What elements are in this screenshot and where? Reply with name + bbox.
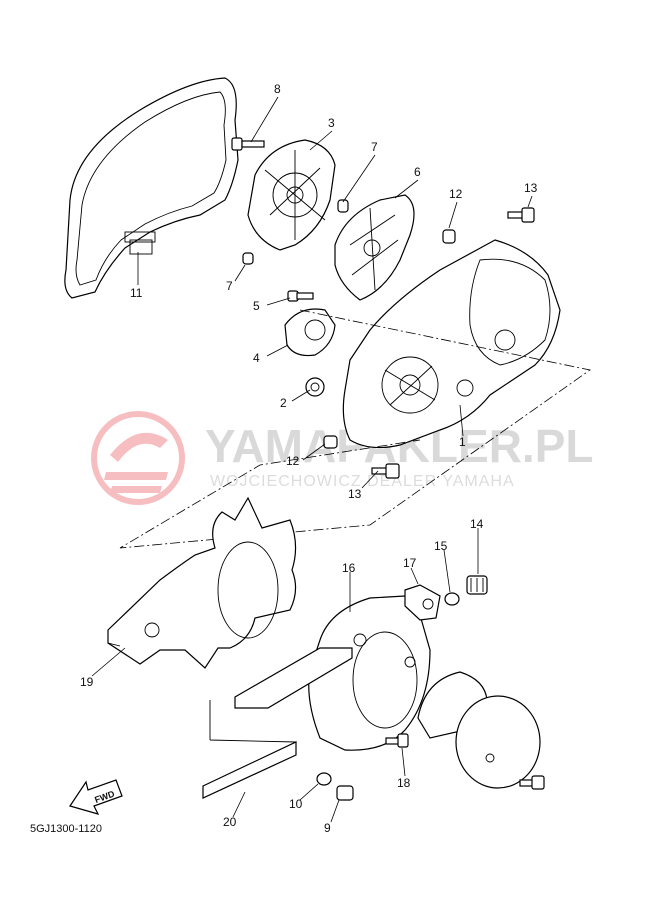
part-13-bolt-upper <box>507 207 535 223</box>
callout-18: 18 <box>397 776 411 790</box>
callout-7-upper: 7 <box>371 140 378 154</box>
part-20-duct <box>202 647 353 799</box>
part-1-crankcase-cover <box>342 239 561 449</box>
part-7-dowel-upper <box>337 199 349 213</box>
part-4-plate <box>284 308 336 357</box>
callout-10: 10 <box>289 797 303 811</box>
part-5-bolt <box>287 290 314 302</box>
part-18-bolt <box>385 733 409 748</box>
part-7-dowel-lower <box>242 252 254 265</box>
part-14-plug <box>466 575 488 595</box>
fwd-arrow-icon: FWD <box>69 779 123 815</box>
part-13-bolt-lower <box>371 463 400 479</box>
disc-lower <box>455 695 545 790</box>
watermark: YAMAPAKLER.PL WOJCIECHOWICZ DEALER YAMAH… <box>91 411 593 505</box>
callout-11: 11 <box>130 286 143 300</box>
diagram-code: 5GJ1300-1120 <box>30 823 102 835</box>
part-12-dowel-lower <box>323 435 338 449</box>
watermark-logo <box>91 411 185 505</box>
part-16-cover <box>308 595 431 751</box>
callout-9: 9 <box>324 821 331 835</box>
leader-lines <box>91 96 533 823</box>
callout-2: 2 <box>280 396 287 410</box>
callout-17: 17 <box>403 556 417 570</box>
part-15-oring <box>444 592 460 606</box>
part-2-seal <box>305 377 325 397</box>
part-12-dowel-upper <box>442 229 456 244</box>
callout-13-upper: 13 <box>524 181 538 195</box>
callout-16: 16 <box>342 561 356 575</box>
callout-8: 8 <box>274 82 281 96</box>
part-6-gasket <box>334 194 415 301</box>
part-9-plug <box>336 785 354 801</box>
part-3-cover <box>247 139 336 251</box>
part-11-gasket <box>64 77 239 299</box>
part-8-bolt <box>231 137 265 151</box>
callout-6: 6 <box>414 165 421 179</box>
callout-14: 14 <box>470 517 484 531</box>
callout-7-lower: 7 <box>226 279 233 293</box>
callout-20: 20 <box>223 815 237 829</box>
part-10-oring <box>316 772 332 786</box>
callout-3: 3 <box>328 116 335 130</box>
callout-13-lower: 13 <box>348 487 362 501</box>
callout-19: 19 <box>80 675 94 689</box>
callout-12-upper: 12 <box>449 187 463 201</box>
part-17-fitting <box>404 584 441 621</box>
callout-1: 1 <box>459 435 466 449</box>
callout-4: 4 <box>253 351 260 365</box>
callout-12-lower: 12 <box>286 454 300 468</box>
callout-5: 5 <box>253 299 260 313</box>
part-19-shroud <box>107 496 297 669</box>
callout-15: 15 <box>434 539 448 553</box>
